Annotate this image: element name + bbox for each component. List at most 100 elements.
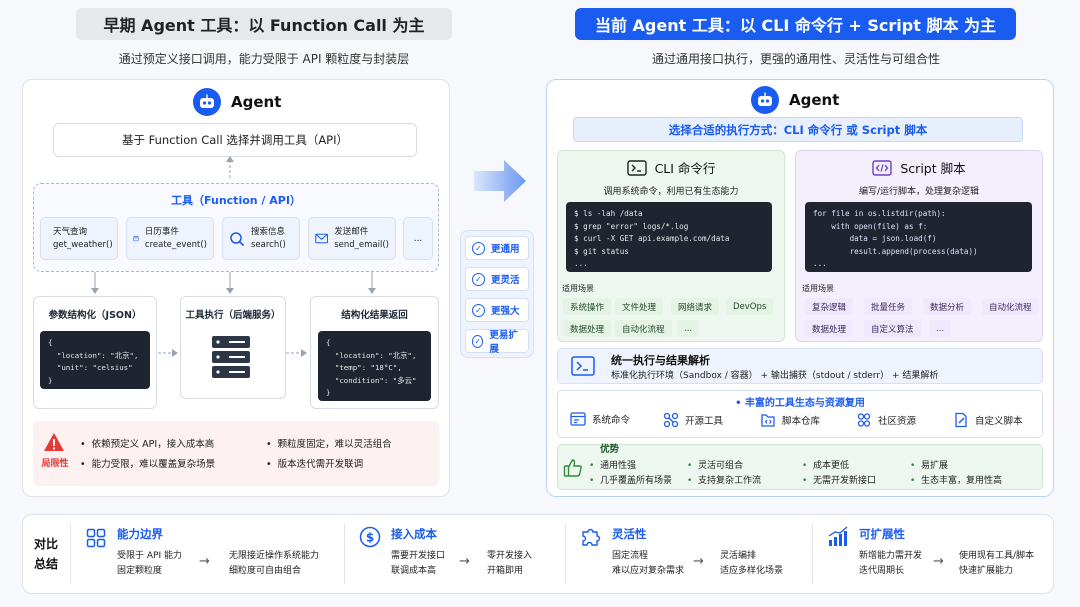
script-title: Script 脚本 [900,161,966,176]
unified-box [557,348,1043,384]
tool-name: 发送邮件 [334,226,369,237]
right-arrow-icon: → [459,554,470,569]
script-tag: 复杂逻辑 [805,298,854,315]
eco-item: 自定义脚本 [953,412,1023,428]
puzzle-icon [582,528,601,546]
cli-header: CLI 命令行 [557,158,785,177]
tool-fn: search() [251,239,286,250]
unified-desc: 标准化执行环境（Sandbox / 容器） + 输出捕获（stdout / st… [611,371,939,381]
grid-icon [86,528,106,548]
advantage-item: • 通用性强 [589,461,637,471]
limitations-box [33,421,439,486]
check-icon: ✓ [472,272,485,286]
cli-tag: 文件处理 [615,298,664,315]
advantage-item: • 无需开发新接口 [802,476,877,486]
unified-title: 统一执行与结果解析 [611,354,710,367]
eco-item: 脚本仓库 [760,412,820,428]
robot-icon [751,86,779,114]
cli-tag: 网络请求 [671,298,720,315]
advantage-item: • 灵活可组合 [687,461,744,471]
cli-scene-label: 适用场景 [562,284,594,293]
cli-tag: 自动化流程 [615,320,672,337]
summary-cell-title: 接入成本 [391,527,437,541]
code-file-icon [872,159,893,176]
agent-label: Agent [789,91,840,109]
right-arrow-icon: → [933,554,944,569]
cli-desc: 调用系统命令，利用已有生态能力 [603,187,739,197]
divider [565,524,566,584]
advantage-item: • 几乎覆盖所有场景 [589,476,673,486]
result-title: 结构化结果返回 [341,310,408,321]
right-subtitle: 通过通用接口执行，更强的通用性、灵活性与可组合性 [651,52,940,66]
script-tag: 自动化流程 [982,298,1039,315]
svg-text:$: $ [366,531,374,545]
param-title: 参数结构化（JSON） [48,310,142,321]
community-icon [857,413,871,427]
right-agent-header: Agent [751,86,839,114]
mail-icon [315,233,328,244]
script-tag: ... [929,320,952,337]
tools-title: 工具（Function / API） [171,194,301,207]
summary-bar [22,514,1054,594]
function-call-select-box: 基于 Function Call 选择并调用工具（API） [53,123,417,157]
script-scene-label: 适用场景 [802,284,834,293]
calendar-icon [133,235,139,242]
advantage-item: • 易扩展 [910,461,949,471]
right-arrow-icon: → [199,554,210,569]
right-title: 当前 Agent 工具：以 CLI 命令行 + Script 脚本 为主 [575,8,1016,40]
growth-chart-icon [828,526,848,546]
tool-fn: get_weather() [53,239,113,250]
tool-more[interactable]: ... [403,217,433,260]
tool-fn: send_email() [334,239,389,250]
check-icon: ✓ [472,303,485,317]
limit-item: • 颗粒度固定，难以灵活组合 [266,439,392,450]
limit-item: • 依赖预定义 API，接入成本高 [80,439,215,450]
check-icon: ✓ [472,334,484,348]
cli-tag: 系统操作 [563,298,612,315]
check-icon: ✓ [472,241,485,255]
script-tag: 自定义算法 [864,320,921,337]
script-tag: 数据分析 [923,298,972,315]
limit-item: • 能力受限，难以覆盖复杂场景 [80,459,216,470]
summary-to: 无限接近操作系统能力 细粒度可自由组合 [229,551,320,576]
script-code: for file in os.listdir(path): with open(… [805,202,1032,272]
improvement-item: ✓更通用 [465,236,529,260]
right-arrow-icon: → [693,554,704,569]
summary-from: 受限于 API 能力 固定颗粒度 [117,551,182,576]
advantage-item: • 支持复杂工作流 [687,476,762,486]
terminal-icon [571,356,595,376]
advantages-title: 优势 [600,444,620,455]
summary-to: 零开发接入 开箱即用 [487,551,533,576]
search-icon [230,231,245,246]
cli-tag: ... [677,320,700,337]
advantages-box [557,444,1043,490]
script-header: Script 脚本 [795,158,1043,177]
dollar-icon: $ [359,526,381,548]
script-tag: 批量任务 [864,298,913,315]
param-code: { "location": "北京", "unit": "celsius" } [40,331,150,389]
tool-email[interactable]: 发送邮件 send_email() [308,217,396,260]
left-agent-header: Agent [193,88,281,116]
eco-item: 系统命令 [570,412,630,426]
open-source-icon [663,412,679,428]
limitations-label: 局限性 [41,459,69,469]
tool-fn: create_event() [144,239,207,250]
left-title: 早期 Agent 工具：以 Function Call 为主 [76,8,452,40]
divider [344,524,345,584]
ecosystem-title: • 丰富的工具生态与资源复用 [735,398,865,409]
terminal-icon [626,159,647,176]
summary-from: 固定流程 难以应对复杂需求 [612,551,685,576]
thumbs-up-icon [563,459,582,477]
summary-from: 需要开发接口 联调成本高 [391,551,446,576]
robot-icon [193,88,221,116]
improvement-item: ✓更强大 [465,298,529,322]
eco-item: 开源工具 [663,412,723,428]
warning-icon [44,433,64,451]
server-icon [212,336,250,378]
script-tag: 数据处理 [805,320,854,337]
script-desc: 编写/运行脚本，处理复杂逻辑 [858,187,980,197]
result-code: { "location": "北京", "temp": "18°C", "con… [318,331,431,401]
